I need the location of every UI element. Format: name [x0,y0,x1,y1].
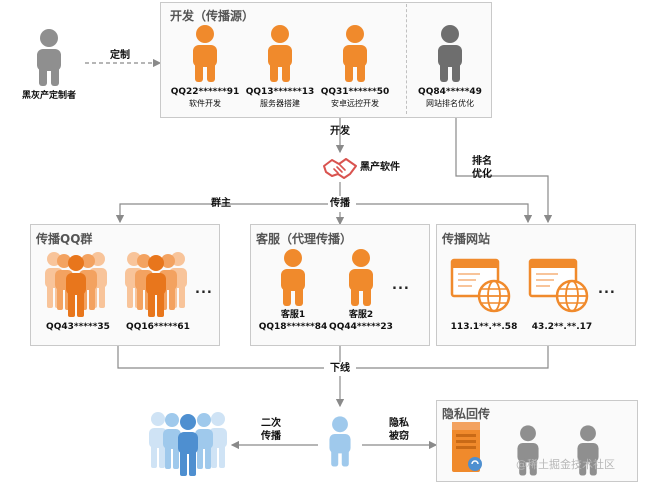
product-label: 黑产软件 [360,162,400,173]
qq-group-title: 传播QQ群 [36,232,93,246]
developer-person-icon [193,25,217,82]
dev-role: 服务器搭建 [260,99,300,108]
website-browser-icon [450,258,511,313]
download-merge-line [117,345,330,369]
dev-role: 软件开发 [189,99,221,108]
spread-left-arrow [115,203,328,224]
site-more: ... [598,282,616,297]
spread-right-arrow [356,203,533,224]
agent-person-icon [281,249,305,306]
collector-person-icon [517,425,539,476]
secondary-victims-crowd-icon [149,412,227,476]
privacy-theft-label-2: 被窃 [389,431,409,442]
server-icon [452,422,482,472]
dev-role: 安卓远控开发 [331,99,379,108]
victim-person-icon [329,416,351,467]
dev-box-divider [406,4,407,114]
spread-label: 传播 [330,198,350,209]
website-browser-icon [528,258,589,313]
site-ip: 113.1**.**.58 [450,322,518,332]
seo-person-icon [438,25,462,82]
privacy-theft-label-1: 隐私 [389,418,409,429]
seo-role: 网站排名优化 [426,99,474,108]
handshake-icon [323,158,357,179]
optimize-label: 优化 [472,169,492,180]
android-dev-person-icon [343,25,367,82]
dev-box-title: 开发（传播源） [170,9,255,23]
cs-box [250,224,430,346]
customize-arrow-label: 定制 [110,50,130,61]
server-builder-person-icon [268,25,292,82]
qq-group-number: QQ16*****61 [126,322,190,332]
collector-person-icon [577,425,599,476]
rank-label: 排名 [472,156,492,167]
secondary-spread-label-2: 传播 [261,431,281,442]
cs-more: ... [392,278,410,293]
secondary-spread-label-1: 二次 [261,418,281,429]
agent-name: 客服2 [348,310,374,320]
qq-group-more: ... [195,282,213,297]
qq-group-crowd-icon [125,252,187,317]
site-box-title: 传播网站 [442,232,491,246]
rank-optimize-arrow [455,118,553,224]
agent-name: 客服1 [280,310,306,320]
privacy-box-title: 隐私回传 [442,407,491,421]
dev-qq: QQ31******50 [320,87,390,97]
customizer-label: 黑灰产定制者 [21,91,76,101]
customizer-person-icon [37,29,61,86]
qq-group-number: QQ43*****35 [46,322,110,332]
cs-box-title: 客服（代理传播） [256,232,353,246]
watermark: @稀土掘金技术社区 [516,458,615,471]
develop-label: 开发 [330,126,350,137]
qq-group-crowd-icon [45,252,107,317]
group-owner-label: 群主 [211,198,231,209]
site-ip: 43.2**.**.17 [531,322,593,332]
download-label: 下线 [324,363,356,375]
dev-qq: QQ22******91 [170,87,240,97]
seo-qq: QQ84*****49 [418,87,482,97]
dev-qq: QQ13******13 [245,87,315,97]
download-merge-line-right [352,345,549,369]
agent-qq: QQ18******84 [258,322,328,332]
agent-qq: QQ44*****23 [329,322,393,332]
agent-person-icon [349,249,373,306]
